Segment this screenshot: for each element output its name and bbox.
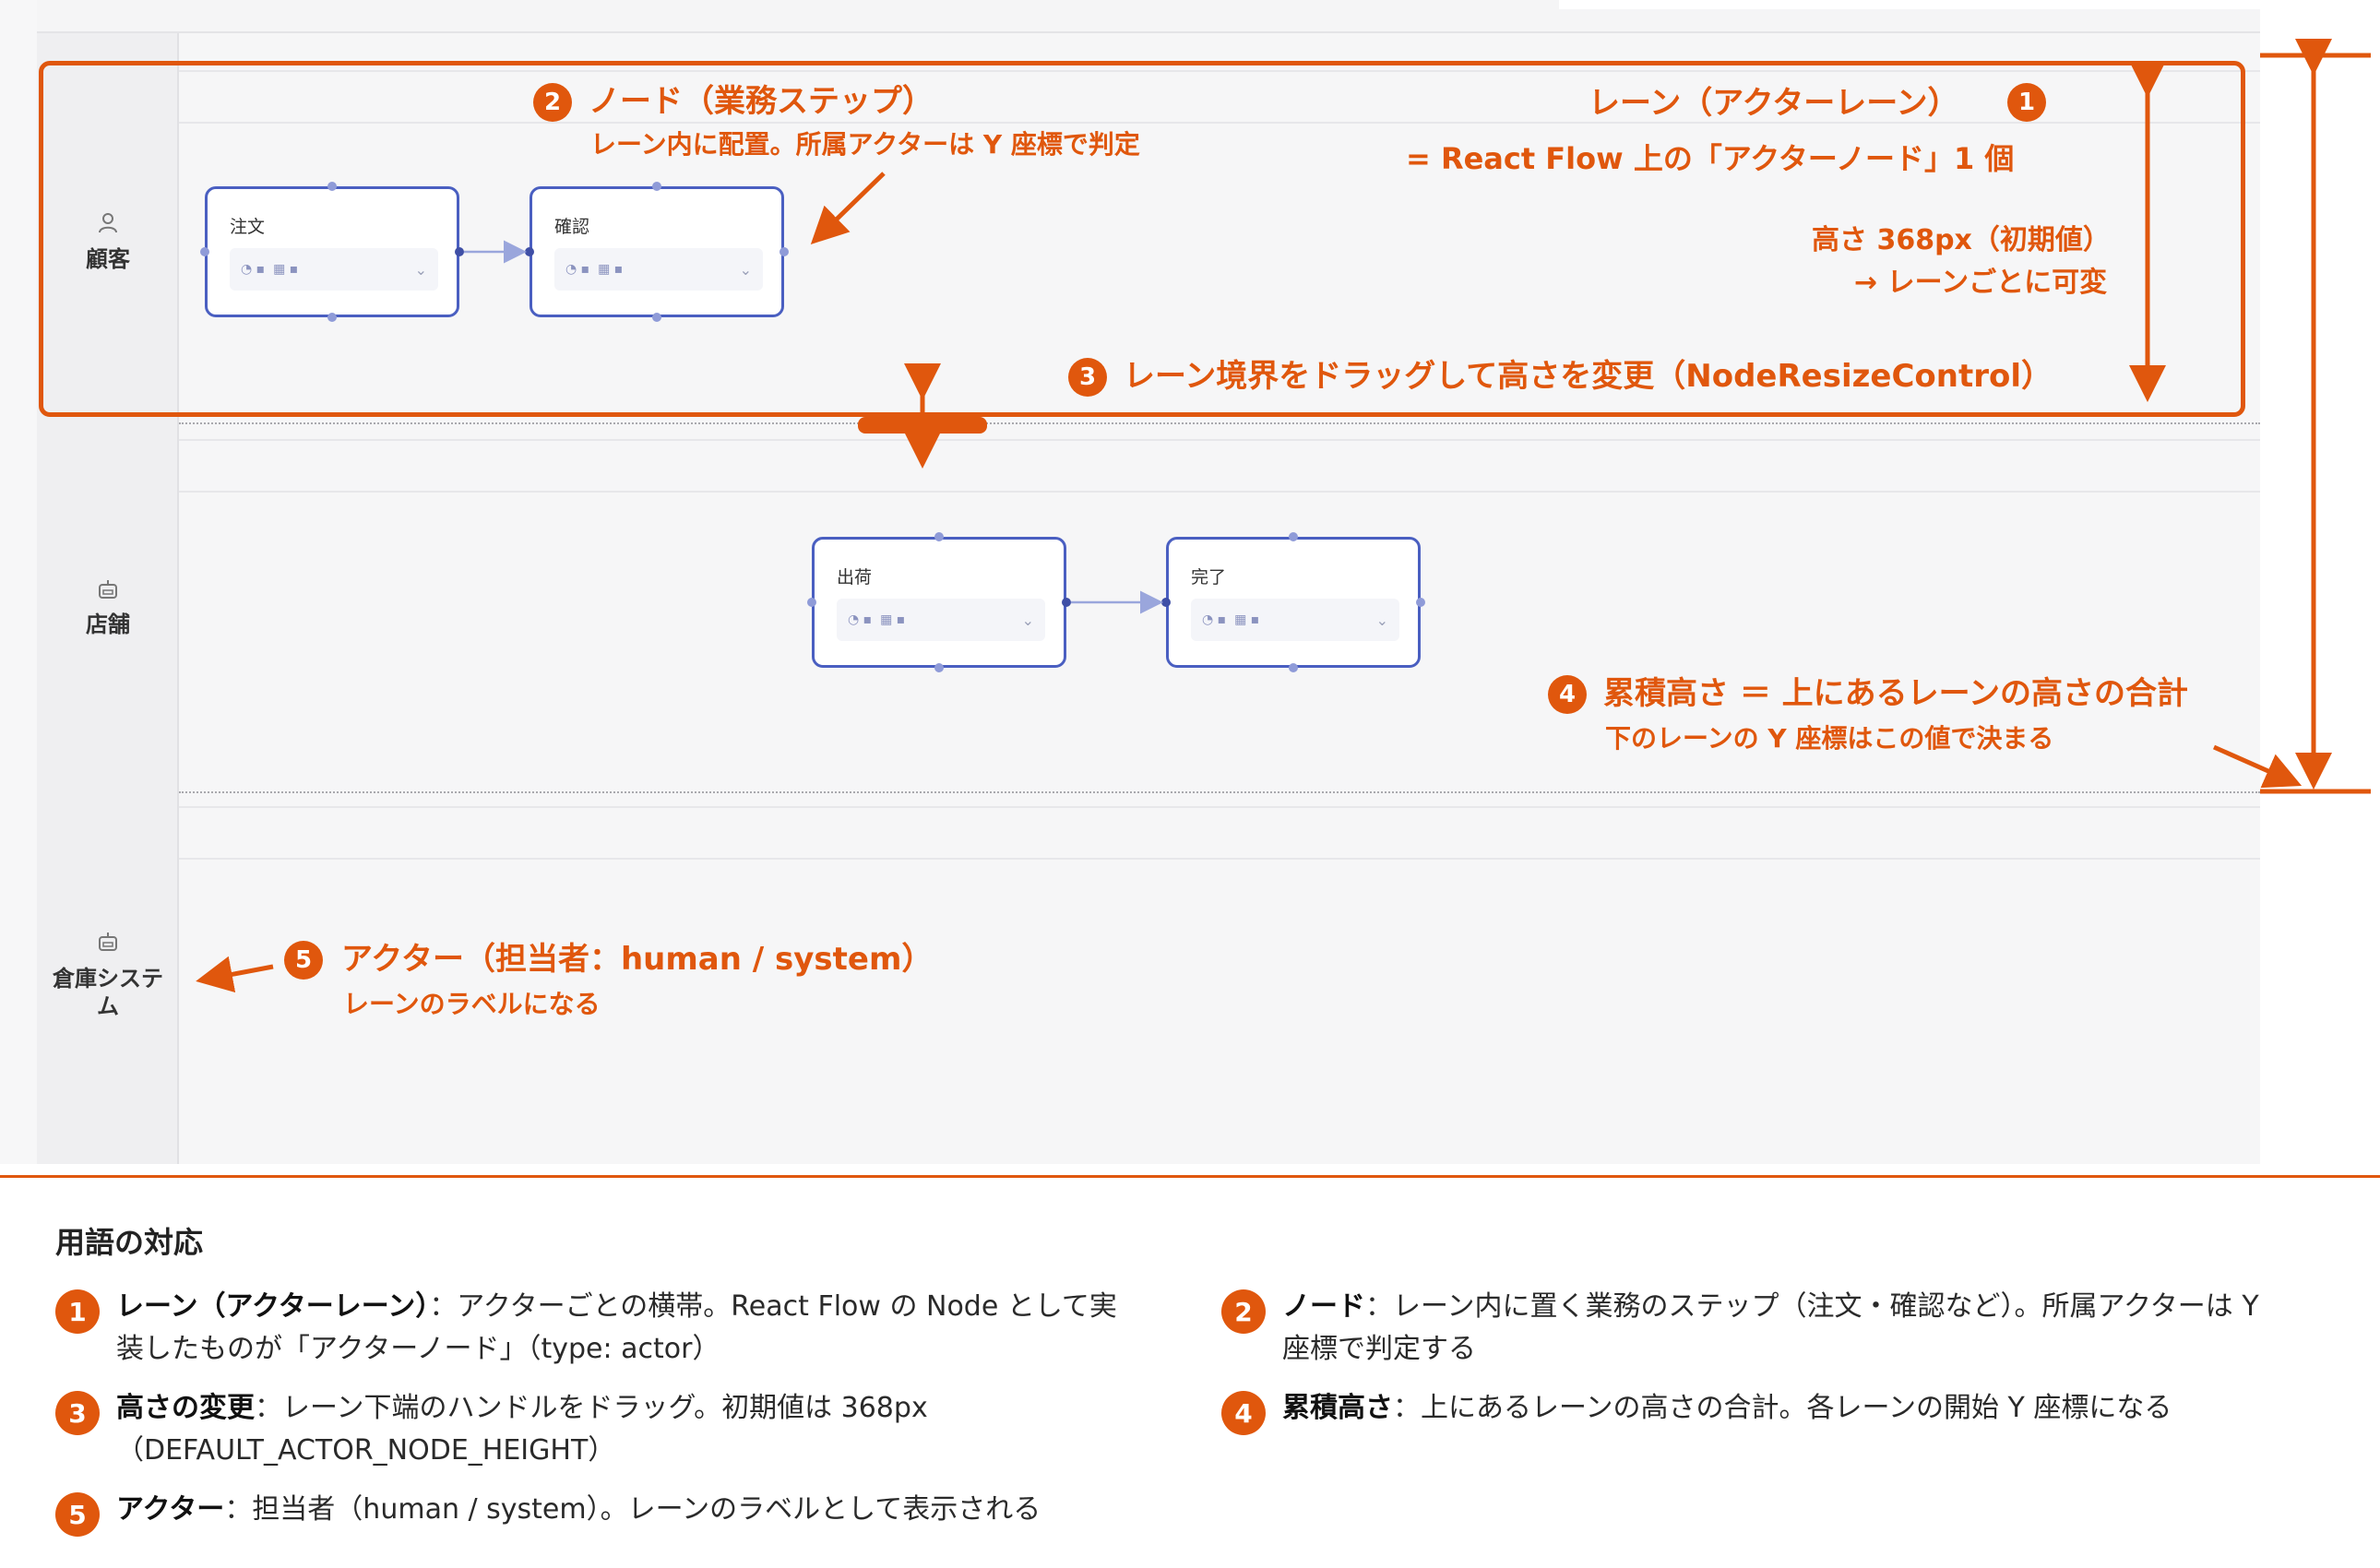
node-handle[interactable] xyxy=(1161,598,1171,607)
legend-badge: 2 xyxy=(1221,1289,1266,1334)
chevron-down-icon: ⌄ xyxy=(1375,611,1388,629)
node-handle[interactable] xyxy=(934,532,944,541)
annotation-title: アクター（担当者：human / system） xyxy=(341,941,934,978)
clock-icon: ◔ ▪ xyxy=(1202,612,1227,627)
legend-item: 累積高さ：上にあるレーンの高さの合計。各レーンの開始 Y 座標になる xyxy=(1282,1387,2371,1430)
legend-item: レーン（アクターレーン）：アクターごとの横帯。React Flow の Node… xyxy=(116,1286,1205,1371)
lane-header-line xyxy=(179,858,2260,860)
legend-badge: 3 xyxy=(55,1391,100,1435)
clock-icon: ◔ ▪ xyxy=(241,262,266,277)
legend-desc: （DEFAULT_ACTOR_NODE_HEIGHT） xyxy=(116,1434,616,1467)
lane-header-line xyxy=(179,122,2260,124)
node-handle[interactable] xyxy=(455,247,464,256)
lane-resize-handle[interactable] xyxy=(858,417,987,434)
lane-header-line xyxy=(179,439,2260,441)
legend-term: レーン（アクターレーン） xyxy=(116,1290,430,1323)
lane-label: 顧客 xyxy=(86,246,130,272)
badge-4: 4 xyxy=(1548,675,1587,714)
node-title: 確認 xyxy=(554,217,590,237)
node-handle[interactable] xyxy=(652,182,661,191)
legend-title: 用語の対応 xyxy=(55,1225,204,1260)
clock-icon: ◔ ▪ xyxy=(848,612,873,627)
robot-icon xyxy=(92,576,124,603)
lane-divider[interactable] xyxy=(179,791,2260,793)
node-title: 注文 xyxy=(230,217,266,237)
annotation-title: ノード（業務ステップ） xyxy=(589,83,934,120)
chevron-down-icon: ⌄ xyxy=(1021,611,1034,629)
legend-desc: ：担当者（human / system）。レーンのラベルとして表示される xyxy=(224,1493,1041,1526)
badge-5: 5 xyxy=(284,941,323,980)
legend-term: ノード xyxy=(1282,1290,1365,1323)
annotation-subtitle: レーンのラベルになる xyxy=(343,989,601,1019)
node-select-field[interactable]: ◔ ▪ ▦ ▪ ⌄ xyxy=(837,599,1045,641)
node-handle[interactable] xyxy=(652,313,661,322)
node-handle[interactable] xyxy=(1062,598,1071,607)
calendar-icon: ▦ ▪ xyxy=(880,612,906,627)
badge-2: 2 xyxy=(533,83,572,122)
node-handle[interactable] xyxy=(934,663,944,672)
chevron-down-icon: ⌄ xyxy=(739,260,752,279)
robot-icon xyxy=(92,928,124,956)
node-handle[interactable] xyxy=(327,313,337,322)
node-handle[interactable] xyxy=(807,598,816,607)
node-handle[interactable] xyxy=(200,247,209,256)
badge-1: 1 xyxy=(2007,83,2046,122)
lane-header-line xyxy=(179,491,2260,493)
clock-icon: ◔ ▪ xyxy=(565,262,590,277)
legend-badge: 4 xyxy=(1221,1391,1266,1435)
node-handle[interactable] xyxy=(779,247,789,256)
badge-3: 3 xyxy=(1068,358,1107,397)
lane-divider[interactable] xyxy=(179,422,2260,424)
legend-desc: ：レーン内に置く業務のステップ（注文・確認など）。所属アクターは Y xyxy=(1365,1290,2259,1323)
node-handle[interactable] xyxy=(525,247,534,256)
annotation-subtitle: = React Flow 上の「アクターノード」1 個 xyxy=(1406,141,2015,176)
legend-desc: ：アクターごとの横帯。React Flow の Node として実 xyxy=(429,1290,1117,1323)
legend-item: アクター：担当者（human / system）。レーンのラベルとして表示される xyxy=(116,1489,1205,1531)
legend-term: アクター xyxy=(116,1493,225,1526)
calendar-icon: ▦ ▪ xyxy=(1234,612,1260,627)
legend-term: 高さの変更 xyxy=(116,1392,255,1424)
flow-node[interactable]: 確認 ◔ ▪ ▦ ▪ ⌄ xyxy=(530,186,784,317)
annotation-arrow xyxy=(196,956,274,993)
node-select-field[interactable]: ◔ ▪ ▦ ▪ ⌄ xyxy=(554,248,763,291)
calendar-icon: ▦ ▪ xyxy=(273,262,299,277)
lane-header-line xyxy=(179,806,2260,808)
legend-term: 累積高さ xyxy=(1282,1392,1393,1424)
lane-label: 店舗 xyxy=(86,612,130,637)
legend-item: 高さの変更：レーン下端のハンドルをドラッグ。初期値は 368px （DEFAUL… xyxy=(116,1387,1205,1472)
legend-badge: 1 xyxy=(55,1289,100,1334)
top-panel-edge xyxy=(1559,0,2260,9)
node-handle[interactable] xyxy=(327,182,337,191)
node-title: 完了 xyxy=(1191,567,1227,588)
annotation-arrow xyxy=(2212,744,2303,789)
annotation-title: レーン境界をドラッグして高さを変更（NodeResizeControl） xyxy=(1124,358,2053,395)
node-select-field[interactable]: ◔ ▪ ▦ ▪ ⌄ xyxy=(230,248,438,291)
flow-node[interactable]: 出荷 ◔ ▪ ▦ ▪ ⌄ xyxy=(812,537,1066,668)
chevron-down-icon: ⌄ xyxy=(414,260,427,279)
node-handle[interactable] xyxy=(1416,598,1425,607)
annotation-title: 累積高さ ＝ 上にあるレーンの高さの合計 xyxy=(1603,675,2188,712)
lane-header-line xyxy=(179,70,2260,72)
legend-badge: 5 xyxy=(55,1492,100,1537)
annotation-arrow xyxy=(810,172,886,244)
lane-height-label: → レーンごとに可変 xyxy=(1854,267,2108,299)
legend-divider xyxy=(0,1175,2380,1178)
legend-item: ノード：レーン内に置く業務のステップ（注文・確認など）。所属アクターは Y 座標… xyxy=(1282,1286,2371,1371)
annotation-subtitle: レーン内に配置。所属アクターは Y 座標で判定 xyxy=(590,129,1140,160)
annotation-title: レーン（アクターレーン） xyxy=(1589,85,1959,122)
legend-desc: 装したものが「アクターノード」（type: actor） xyxy=(116,1333,720,1365)
person-icon xyxy=(92,208,124,236)
node-handle[interactable] xyxy=(1289,532,1298,541)
lane-label: 倉庫システム xyxy=(53,966,163,1019)
annotation-subtitle: 下のレーンの Y 座標はこの値で決まる xyxy=(1605,723,2054,754)
lane-highlight-box xyxy=(39,61,2245,417)
node-handle[interactable] xyxy=(1289,663,1298,672)
node-title: 出荷 xyxy=(837,567,873,588)
lane-height-label: 高さ 368px（初期値） xyxy=(1812,224,2111,256)
calendar-icon: ▦ ▪ xyxy=(598,262,624,277)
legend-desc: ：レーン下端のハンドルをドラッグ。初期値は 368px xyxy=(255,1392,928,1424)
legend-desc: 座標で判定する xyxy=(1282,1333,1476,1365)
legend-desc: ：上にあるレーンの高さの合計。各レーンの開始 Y 座標になる xyxy=(1393,1392,2172,1424)
node-select-field[interactable]: ◔ ▪ ▦ ▪ ⌄ xyxy=(1191,599,1399,641)
